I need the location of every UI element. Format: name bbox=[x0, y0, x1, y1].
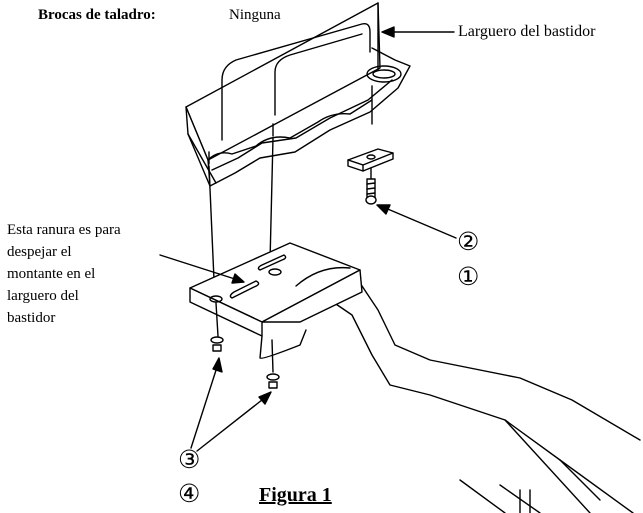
drill-bits-value: Ninguna bbox=[229, 7, 281, 23]
frame-rail-drawing bbox=[185, 2, 411, 187]
leader-arrows bbox=[159, 26, 457, 452]
drill-bits-label: Brocas de taladro: bbox=[38, 7, 156, 23]
mounting-bracket-drawing bbox=[189, 242, 363, 359]
bolt-drawing bbox=[365, 178, 377, 205]
callout-3: ③ bbox=[178, 447, 201, 474]
backing-plate-drawing bbox=[347, 148, 394, 179]
slot-note-line-5: bastidor bbox=[7, 310, 56, 326]
figure-caption: Figura 1 bbox=[259, 484, 332, 506]
callout-1: ① bbox=[457, 264, 480, 291]
support-arm-drawing bbox=[295, 267, 641, 513]
nut-washer-drawing bbox=[210, 302, 280, 389]
slot-note-line-4: larguero del bbox=[7, 288, 79, 304]
callout-4: ④ bbox=[178, 481, 201, 508]
callout-2: ② bbox=[457, 229, 480, 256]
slot-note-line-2: despejar el bbox=[7, 244, 72, 260]
frame-rail-label: Larguero del bastidor bbox=[458, 23, 596, 40]
slot-note-line-1: Esta ranura es para bbox=[7, 222, 121, 238]
slot-note-line-3: montante en el bbox=[7, 266, 96, 282]
